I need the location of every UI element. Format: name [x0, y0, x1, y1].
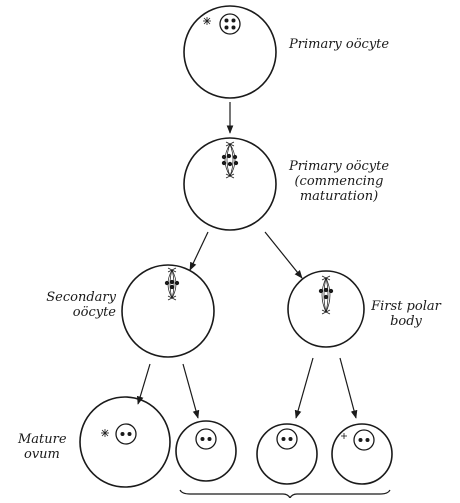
polar-bodies-brace	[179, 489, 391, 500]
label-first-polar-body: First polar body	[364, 299, 448, 329]
label-line: Primary oöcyte	[288, 159, 390, 174]
arrow-3d	[339, 357, 358, 419]
label-line: oöcyte	[72, 305, 116, 320]
polar-body-cell	[256, 423, 318, 485]
polar-body-cell	[331, 423, 393, 485]
label-line: Mature	[18, 432, 67, 447]
arrow-3b	[182, 363, 200, 419]
mature-ovum-cell	[79, 396, 171, 488]
arrow-3c	[294, 357, 314, 419]
label-line: body	[390, 314, 422, 329]
spindle-icon	[221, 141, 239, 179]
arrow-3a	[136, 363, 151, 405]
label-mature-ovum: Mature ovum	[18, 432, 67, 462]
label-secondary-oocyte: Secondary oöcyte	[30, 290, 116, 320]
primary-oocyte-maturing-cell	[183, 137, 277, 231]
arrow-2a	[189, 231, 209, 271]
label-primary-oocyte-commencing: Primary oöcyte (commencing maturation)	[284, 159, 394, 204]
label-primary-oocyte: Primary oöcyte	[289, 37, 390, 52]
centrosome-star-icon	[101, 429, 109, 437]
primary-oocyte-cell	[183, 5, 277, 99]
label-line: (commencing	[294, 174, 384, 189]
label-line: First polar	[371, 299, 441, 314]
nucleus	[219, 13, 241, 35]
label-line: ovum	[24, 447, 60, 462]
secondary-oocyte-cell	[121, 264, 215, 358]
label-line: maturation)	[299, 189, 379, 204]
spindle-icon	[164, 267, 180, 301]
polar-body-cell	[175, 420, 237, 482]
nucleus	[115, 423, 137, 445]
first-polar-body-cell	[287, 270, 365, 348]
arrow-2b	[264, 231, 303, 279]
label-line: Secondary	[46, 290, 116, 305]
centrosome-star-icon	[341, 433, 347, 439]
spindle-icon	[318, 275, 334, 315]
centrosome-star-icon	[203, 17, 211, 25]
